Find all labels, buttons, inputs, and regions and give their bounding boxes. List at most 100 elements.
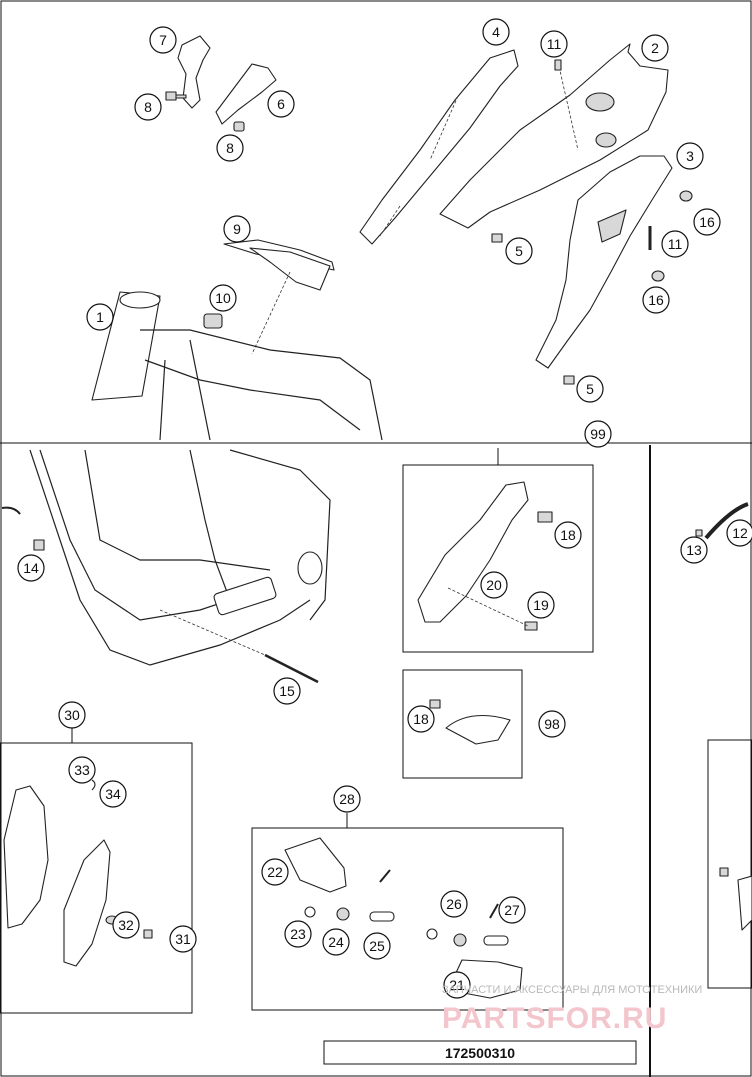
callout-label: 9: [233, 221, 241, 237]
bolt-part-5b: [563, 375, 575, 385]
frame-cross-member: [213, 576, 277, 616]
subframe-rail-part-4: [359, 49, 519, 245]
leader-9: [251, 271, 291, 355]
callout-label: 13: [686, 542, 702, 558]
callout-c13: 13: [680, 536, 708, 564]
bracket-part-6: [215, 63, 277, 125]
callout-circle: [58, 701, 86, 729]
callout-c11b: 11: [661, 230, 689, 258]
callout-label: 5: [586, 381, 594, 397]
callout-c99: 99: [584, 420, 612, 448]
callout-label: 11: [668, 236, 683, 252]
guard-plate-part-9: [249, 247, 331, 291]
callout-circle: [498, 896, 526, 924]
callout-circle: [68, 756, 96, 784]
frame-mid-tube: [189, 449, 231, 601]
callout-label: 6: [277, 96, 285, 112]
rail-detail-lines: [379, 95, 459, 237]
bolt-part-8a: [165, 91, 187, 101]
watermark-tagline: ЗАПЧАСТИ И АКСЕССУАРЫ ДЛЯ МОТОТЕХНИКИ: [442, 984, 702, 996]
callout-circle: [693, 208, 721, 236]
cotter-pin-left: [379, 869, 391, 883]
callout-label: 15: [279, 683, 295, 699]
callout-c3: 3: [676, 142, 704, 170]
callout-c15: 15: [273, 677, 301, 705]
nut-part-8b: [233, 121, 245, 132]
callout-label: 32: [118, 917, 134, 933]
callout-label: 30: [64, 707, 80, 723]
pin-part-25: [369, 911, 395, 922]
bolt-part-14: [33, 539, 45, 551]
callout-circle: [134, 93, 162, 121]
callout-c23: 23: [284, 920, 312, 948]
callout-circle: [527, 591, 555, 619]
rear-frame-cutout: [597, 209, 627, 243]
callout-c14: 14: [17, 554, 45, 582]
chain-slider-part-20: [417, 481, 529, 623]
callout-circle: [209, 284, 237, 312]
callout-c16a: 16: [693, 208, 721, 236]
bolt-part-5a: [491, 233, 503, 243]
callout-label: 5: [515, 243, 523, 259]
callout-c18b: 18: [407, 705, 435, 733]
frame-cradle-inner: [39, 449, 261, 621]
callout-circle: [680, 536, 708, 564]
callout-c5a: 5: [505, 237, 533, 265]
callout-circle: [676, 142, 704, 170]
callout-c25: 25: [363, 932, 391, 960]
callout-label: 8: [226, 140, 234, 156]
callout-circle: [443, 971, 471, 999]
frame-cradle-lower: [29, 449, 311, 666]
callout-circle: [642, 286, 670, 314]
callout-c4: 4: [482, 18, 510, 46]
subframe-hole-2: [595, 132, 617, 148]
subframe-hole: [585, 92, 615, 112]
callout-label: 22: [267, 864, 283, 880]
callout-c5b: 5: [576, 375, 604, 403]
callout-c18a: 18: [554, 521, 582, 549]
frame-rear-tube: [229, 449, 331, 621]
subframe-part-2: [439, 43, 669, 229]
rear-frame-part-3: [535, 155, 673, 369]
frame-protector-right: [63, 839, 111, 967]
callout-label: 34: [105, 786, 121, 802]
callout-label: 33: [74, 762, 90, 778]
callout-c28: 28: [333, 785, 361, 813]
box-kit-99: [402, 464, 594, 653]
frame-protector-left: [3, 785, 49, 929]
callout-c24: 24: [322, 928, 350, 956]
callout-c12: 12: [726, 519, 752, 547]
callout-circle: [273, 677, 301, 705]
callout-label: 31: [175, 931, 191, 947]
callout-label: 21: [449, 977, 465, 993]
callout-c1: 1: [86, 303, 114, 331]
box-kit-28: [251, 827, 564, 1011]
callout-circle: [284, 920, 312, 948]
callout-c6: 6: [267, 90, 295, 118]
clip-part-13: [695, 529, 703, 537]
box-kit-98: [402, 669, 523, 779]
frame-downtubes: [159, 339, 211, 441]
callout-circle: [540, 30, 568, 58]
callout-c8a: 8: [134, 93, 162, 121]
callout-c34: 34: [99, 780, 127, 808]
diagram-code: 172500310: [445, 1045, 515, 1061]
callout-circle: [322, 928, 350, 956]
callout-circle: [169, 925, 197, 953]
callout-circle: [482, 18, 510, 46]
bolt-part-11a: [554, 59, 562, 71]
callout-label: 12: [732, 525, 748, 541]
clip-part-10: [203, 313, 223, 329]
frame-tube-lower: [144, 359, 361, 431]
frame-pivot-boss: [297, 551, 323, 585]
callout-layer: 1234556788910111112131415161618181920212…: [17, 18, 752, 999]
callout-label: 99: [590, 426, 606, 442]
callout-label: 18: [560, 527, 576, 543]
frame-cross-tube: [84, 449, 271, 571]
bolt-part-18b: [429, 699, 441, 709]
callout-circle: [223, 215, 251, 243]
callout-circle: [538, 710, 566, 738]
watermark-logo: PARTSFOR.RU: [442, 1002, 667, 1035]
clip-part-34: [91, 779, 96, 791]
